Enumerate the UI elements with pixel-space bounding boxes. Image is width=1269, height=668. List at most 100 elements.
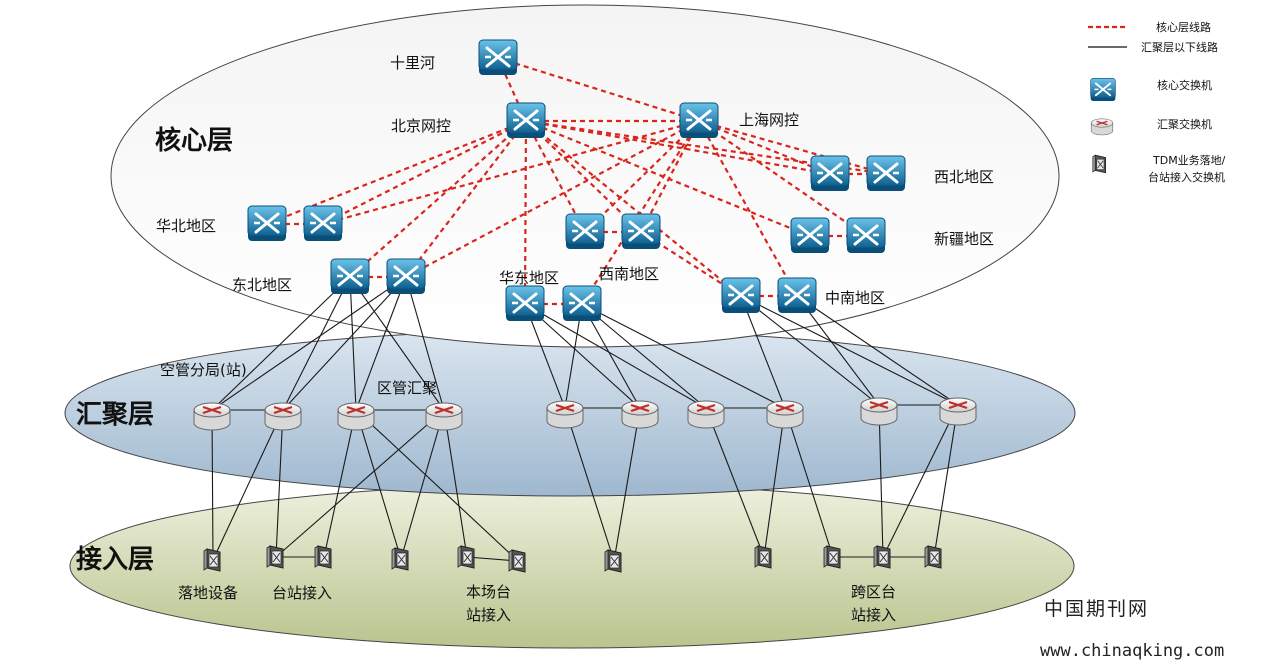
core-link — [525, 120, 586, 233]
core-link — [698, 120, 798, 297]
core-link — [523, 120, 528, 305]
label-benchang-2: 站接入 — [466, 606, 511, 624]
agg-link — [524, 303, 641, 409]
label-xinan: 西南地区 — [599, 265, 659, 283]
core-link — [581, 120, 700, 305]
core-link — [640, 120, 700, 233]
core-link — [698, 120, 867, 237]
agg-link — [564, 303, 583, 409]
aggregation-links — [211, 276, 959, 562]
agg-link — [705, 407, 765, 558]
access-switch-icon — [203, 548, 221, 572]
agg-link — [933, 404, 959, 558]
agg-link — [740, 295, 959, 406]
agg-switch-icon — [860, 397, 898, 426]
core-switch-icon — [679, 102, 719, 138]
agg-link — [581, 303, 641, 409]
legend-core-line-label: 核心层线路 — [1156, 20, 1211, 34]
legend-access-label-2: 台站接入交换机 — [1148, 170, 1225, 184]
legend-access-label-1: TDM业务落地/ — [1152, 154, 1226, 167]
legend-core-switch-icon — [1090, 77, 1116, 102]
agg-link — [349, 276, 445, 411]
agg-link — [405, 276, 445, 411]
core-link — [322, 120, 527, 225]
access-switch-icon — [754, 545, 772, 569]
access-switch-icon — [823, 545, 841, 569]
access-layer-ellipse — [69, 483, 1075, 649]
core-link — [405, 120, 527, 278]
core-link — [497, 56, 700, 123]
label-benchang-1: 本场台 — [466, 583, 511, 601]
legend-agg-switch-label: 汇聚交换机 — [1157, 117, 1212, 131]
label-konguan: 空管分局(站) — [160, 361, 247, 379]
access-switch-icon — [314, 545, 332, 569]
agg-switch-icon — [939, 397, 977, 426]
agg-switch-icon — [1090, 118, 1114, 136]
core-links — [266, 56, 887, 306]
label-zhongnan: 中南地区 — [825, 289, 885, 307]
core-switch-icon — [505, 285, 545, 321]
core-link — [525, 119, 887, 176]
label-kuaqu-2: 站接入 — [851, 606, 896, 624]
label-huabei: 华北地区 — [156, 217, 216, 235]
agg-switch-icon — [766, 400, 804, 429]
label-shilihe: 十里河 — [390, 54, 435, 72]
agg-switch-icon — [687, 400, 725, 429]
agg-link — [882, 404, 959, 558]
agg-link — [524, 303, 707, 409]
core-link — [698, 119, 831, 176]
label-huadong: 华东地区 — [499, 269, 559, 287]
agg-switch-icon — [264, 402, 302, 431]
agg-link — [524, 303, 566, 409]
agg-link — [878, 404, 884, 558]
core-link — [405, 120, 700, 278]
core-link — [525, 120, 742, 297]
legend-access-switch-icon — [1092, 154, 1107, 174]
core-switch-icon — [506, 102, 546, 138]
access-switch-icon — [873, 545, 891, 569]
core-layer-title: 核心层 — [155, 125, 233, 156]
agg-link — [211, 276, 351, 411]
core-switch-icon — [1090, 77, 1116, 102]
access-switch-icon — [391, 547, 409, 571]
core-switch-icon — [721, 277, 761, 313]
agg-link — [355, 276, 407, 411]
core-switch-icon — [303, 205, 343, 241]
agg-link — [282, 276, 351, 411]
nodes — [193, 39, 977, 573]
core-switch-icon — [330, 258, 370, 294]
agg-switch-icon — [337, 402, 375, 431]
core-switch-icon — [810, 155, 850, 191]
agg-switch-icon — [621, 400, 659, 429]
agg-link — [443, 409, 468, 558]
agg-link — [613, 407, 641, 562]
label-taizhan: 台站接入 — [272, 584, 332, 602]
agg-link — [282, 276, 407, 411]
core-switch-icon — [562, 285, 602, 321]
agg-link — [212, 409, 284, 561]
access-switch-icon — [924, 545, 942, 569]
access-switch-icon — [266, 545, 284, 569]
agg-link — [763, 407, 786, 558]
core-switch-icon — [777, 277, 817, 313]
agg-switch-icon — [193, 402, 231, 431]
agg-link — [784, 407, 834, 558]
core-link — [322, 119, 700, 226]
label-quguan: 区管汇聚 — [377, 379, 437, 397]
agg-switch-icon — [425, 402, 463, 431]
watermark-chinese: 中国期刊网 — [1044, 598, 1150, 620]
core-switch-icon — [866, 155, 906, 191]
agg-link — [355, 409, 402, 560]
watermark-url: www.chinaqking.com — [1040, 641, 1225, 661]
legend-agg-switch-icon — [1090, 118, 1114, 136]
access-switch-icon — [508, 549, 526, 573]
label-beijing: 北京网控 — [391, 117, 451, 135]
agg-switch-icon — [546, 400, 584, 429]
label-kuaqu-1: 跨区台 — [851, 583, 896, 601]
legend-agg-line-label: 汇聚层以下线路 — [1141, 40, 1218, 54]
core-switch-icon — [247, 205, 287, 241]
core-switch-icon — [790, 217, 830, 253]
legend-core-switch-label: 核心交换机 — [1157, 78, 1212, 92]
agg-link — [211, 409, 214, 561]
